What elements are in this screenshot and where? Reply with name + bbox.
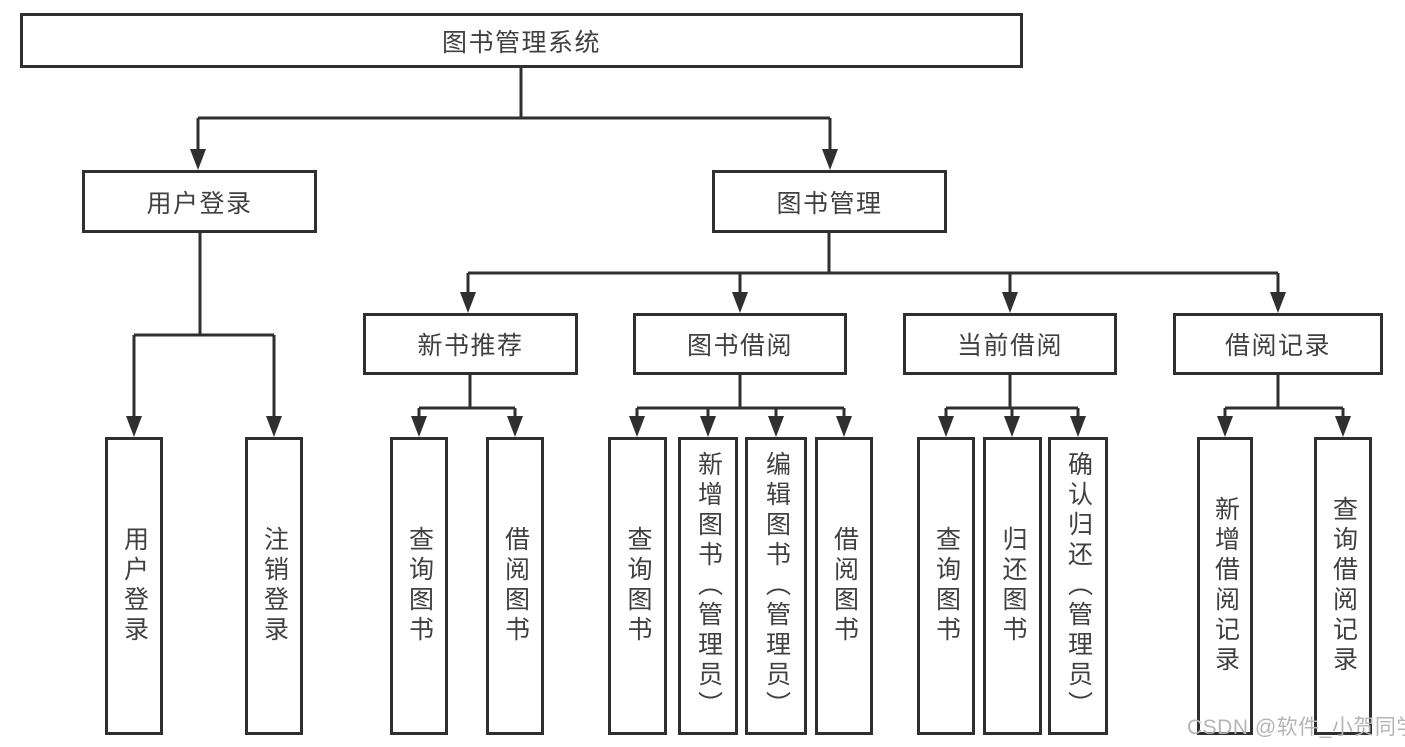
- node-leaf-edit-book-admin: 编辑图书（管理员）: [745, 437, 807, 735]
- node-borrow-records: 借阅记录: [1173, 313, 1383, 375]
- node-leaf-query-book-current: 查询图书: [917, 437, 975, 735]
- node-label: 查询借阅记录: [1329, 496, 1358, 676]
- node-label: 图书管理系统: [441, 28, 601, 57]
- node-label: 查询图书: [932, 526, 961, 646]
- node-label: 用户登录: [146, 189, 253, 218]
- node-label: 确认归还（管理员）: [1064, 451, 1093, 721]
- node-label: 借阅图书: [501, 526, 530, 646]
- node-library-system: 图书管理系统: [20, 13, 1023, 68]
- node-label: 借阅图书: [830, 526, 859, 646]
- node-label: 新增图书（管理员）: [694, 451, 723, 721]
- watermark: CSDN @软件_小贺同学: [1187, 716, 1405, 739]
- node-leaf-return-book: 归还图书: [983, 437, 1042, 735]
- node-label: 当前借阅: [956, 332, 1063, 360]
- node-current-borrow: 当前借阅: [903, 313, 1117, 375]
- node-leaf-query-book-borrow: 查询图书: [608, 437, 667, 735]
- node-leaf-query-borrow-record: 查询借阅记录: [1314, 437, 1372, 735]
- node-leaf-user-login: 用户登录: [105, 437, 163, 735]
- node-leaf-query-book-recommend: 查询图书: [390, 437, 448, 735]
- node-label: 归还图书: [999, 526, 1027, 646]
- node-book-borrow: 图书借阅: [633, 313, 847, 375]
- node-new-book-recommend: 新书推荐: [363, 313, 578, 375]
- node-label: 查询图书: [624, 526, 652, 646]
- node-label: 借阅记录: [1224, 332, 1331, 360]
- node-leaf-add-borrow-record: 新增借阅记录: [1197, 437, 1253, 735]
- node-label: 图书借阅: [686, 332, 793, 360]
- node-leaf-borrow-book-recommend: 借阅图书: [486, 437, 544, 735]
- node-leaf-add-book-admin: 新增图书（管理员）: [678, 437, 738, 735]
- node-leaf-logout: 注销登录: [245, 437, 303, 735]
- node-label: 新增借阅记录: [1211, 496, 1240, 676]
- node-label: 编辑图书（管理员）: [762, 451, 791, 721]
- node-user-login: 用户登录: [82, 170, 317, 233]
- node-label: 查询图书: [405, 526, 434, 646]
- node-book-management: 图书管理: [712, 170, 947, 233]
- node-label: 图书管理: [776, 189, 883, 218]
- node-leaf-borrow-book: 借阅图书: [815, 437, 873, 735]
- node-leaf-confirm-return-admin: 确认归还（管理员）: [1048, 437, 1108, 735]
- node-label: 新书推荐: [417, 332, 524, 360]
- node-label: 注销登录: [260, 526, 289, 646]
- node-label: 用户登录: [120, 526, 149, 646]
